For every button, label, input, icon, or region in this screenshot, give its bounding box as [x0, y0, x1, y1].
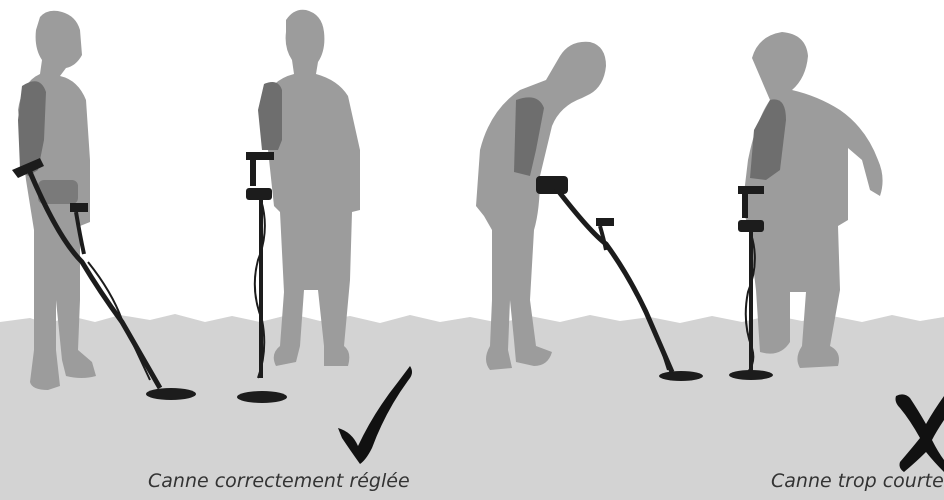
caption-correct-adjustment: Canne correctement réglée [148, 470, 410, 492]
person-front-bent [742, 32, 883, 368]
person-front-correct [258, 10, 360, 366]
caption-too-short: Canne trop courte [771, 470, 944, 492]
